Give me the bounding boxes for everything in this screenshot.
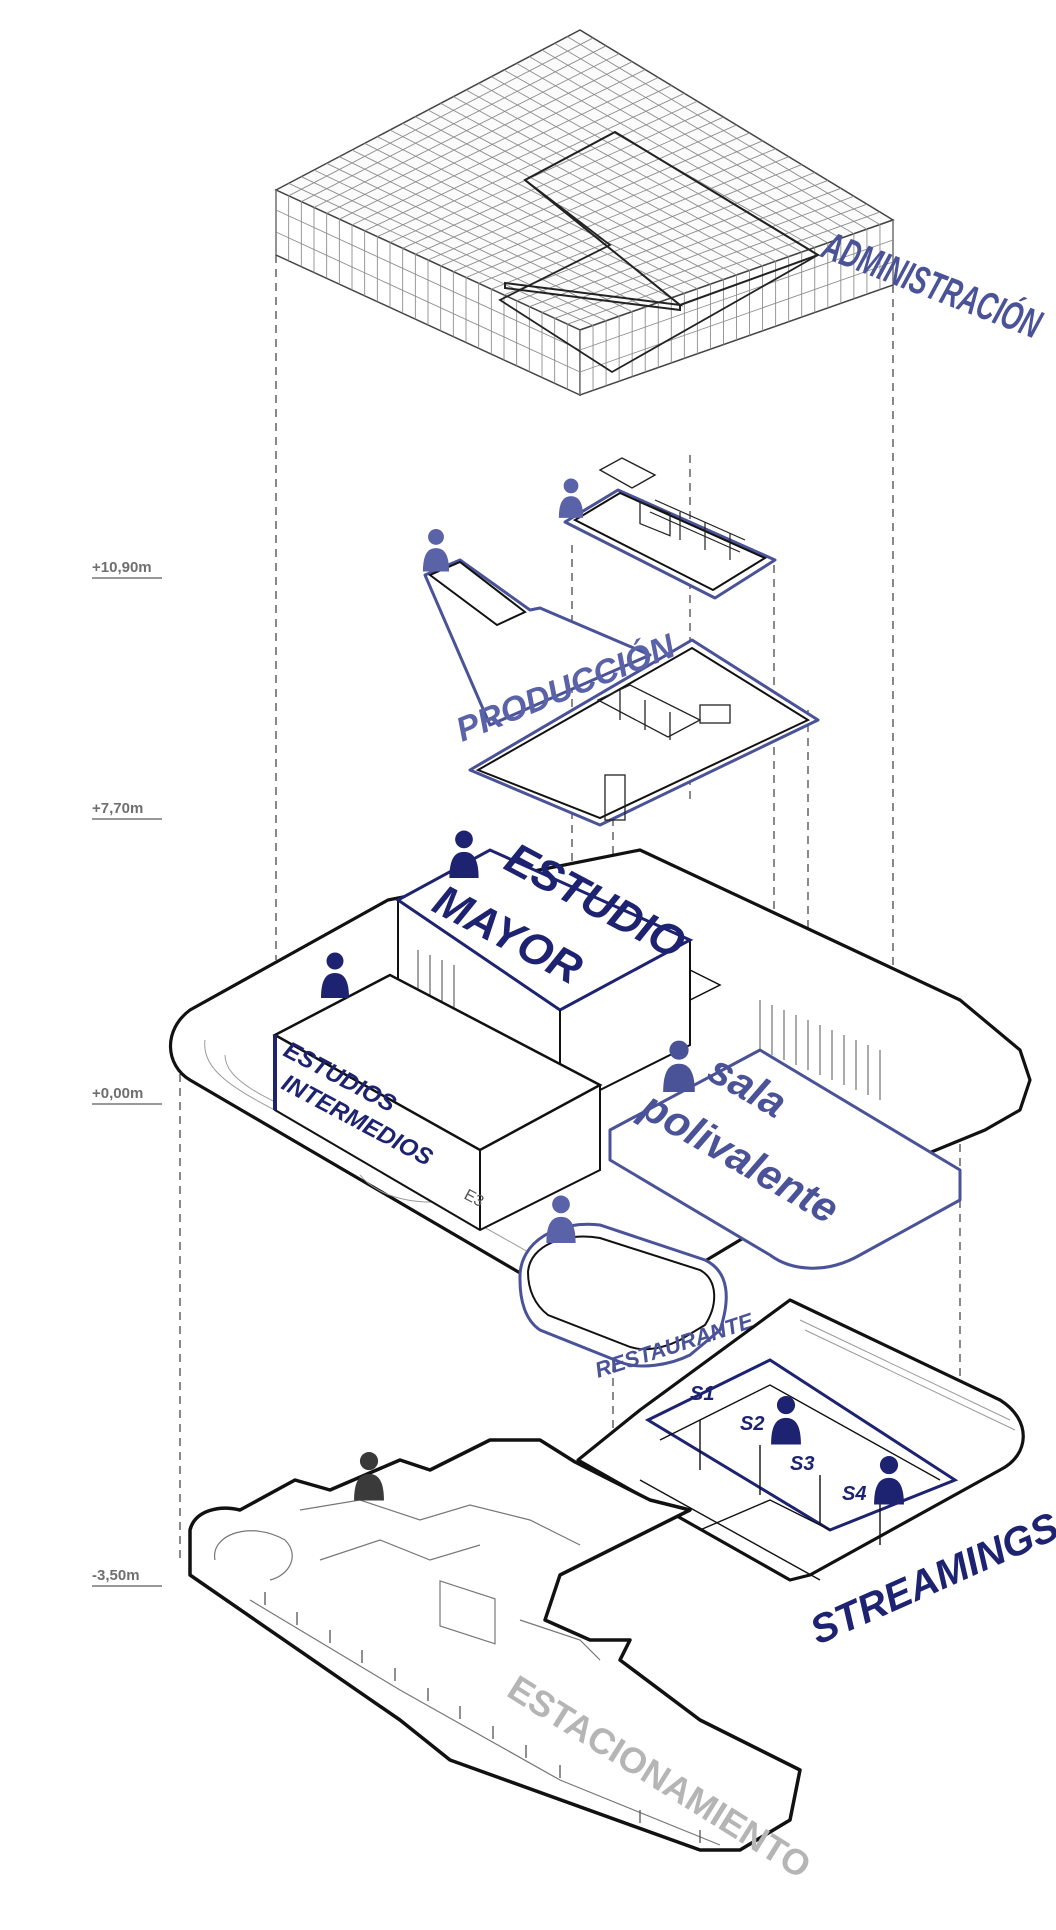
- restaurante: RESTAURANTE: [518, 1195, 757, 1383]
- roof-structure: [274, 29, 895, 397]
- roof-grid-line: [579, 261, 894, 373]
- roof-grid-line: [541, 49, 855, 235]
- person-icon: [449, 830, 479, 878]
- roof-grid-line: [275, 231, 581, 373]
- estudios-intermedios: ESTUDIOS INTERMEDIOS E3: [272, 952, 603, 1232]
- person-icon: [422, 529, 450, 572]
- roof-grid-line: [579, 239, 894, 351]
- s1-label: S1: [690, 1383, 714, 1405]
- roof-grid-line: [567, 211, 881, 325]
- level-label: +10,90m: [92, 559, 152, 576]
- s3-label: S3: [790, 1453, 814, 1475]
- roof-grid-line: [529, 187, 841, 308]
- level-markers: +10,90m +7,70m +0,00m -3,50m: [92, 559, 162, 1587]
- roof-grid-line: [554, 203, 868, 319]
- level-label: +7,70m: [92, 800, 143, 817]
- roof-grid-line: [554, 42, 868, 230]
- roof-grid-line: [541, 195, 855, 313]
- person-icon: [558, 478, 584, 518]
- roof-grid-line: [275, 209, 581, 351]
- produccion-floor: PRODUCCIÓN: [422, 529, 820, 827]
- level-label: -3,50m: [92, 1567, 140, 1584]
- s2-label: S2: [740, 1413, 764, 1435]
- roof-grid-line: [567, 36, 881, 225]
- level-label: +0,00m: [92, 1085, 143, 1102]
- s4-label: S4: [842, 1483, 866, 1505]
